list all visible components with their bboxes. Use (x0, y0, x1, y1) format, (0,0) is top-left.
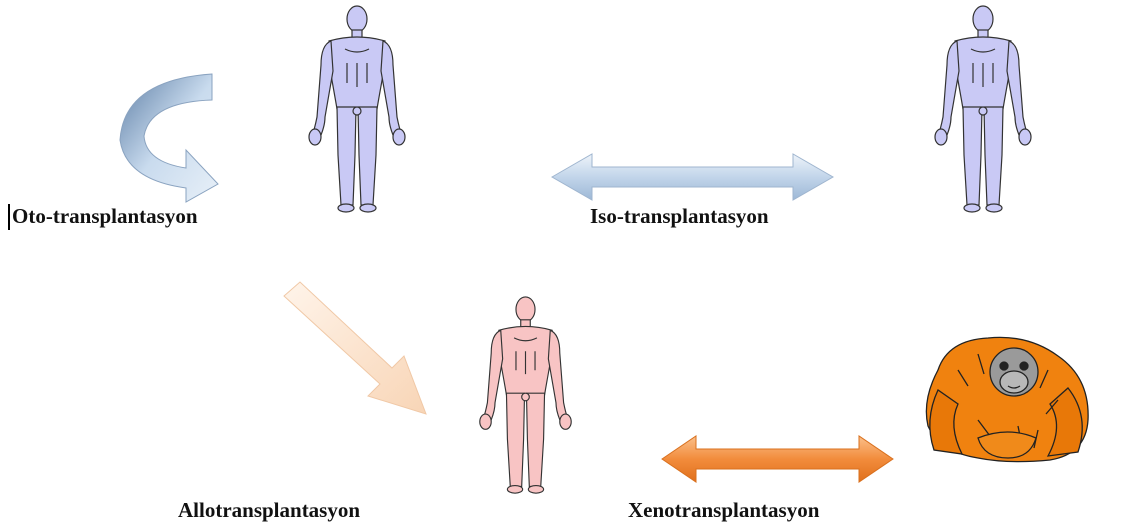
iso-double-arrow (550, 152, 835, 202)
human-figure-iso (928, 5, 1038, 215)
xeno-double-arrow (660, 434, 895, 484)
label-xenotransplantasyon: Xenotransplantasyon (628, 498, 819, 523)
label-oto-transplantasyon: Oto-transplantasyon (12, 204, 198, 229)
human-figure-allo (463, 296, 588, 496)
allo-diagonal-arrow (280, 280, 440, 420)
orangutan-figure (918, 330, 1098, 465)
human-figure-oto (302, 5, 412, 215)
text-cursor (8, 204, 10, 230)
label-allotransplantasyon: Allotransplantasyon (178, 498, 360, 523)
curved-self-arrow (110, 72, 230, 207)
label-iso-transplantasyon: Iso-transplantasyon (590, 204, 769, 229)
